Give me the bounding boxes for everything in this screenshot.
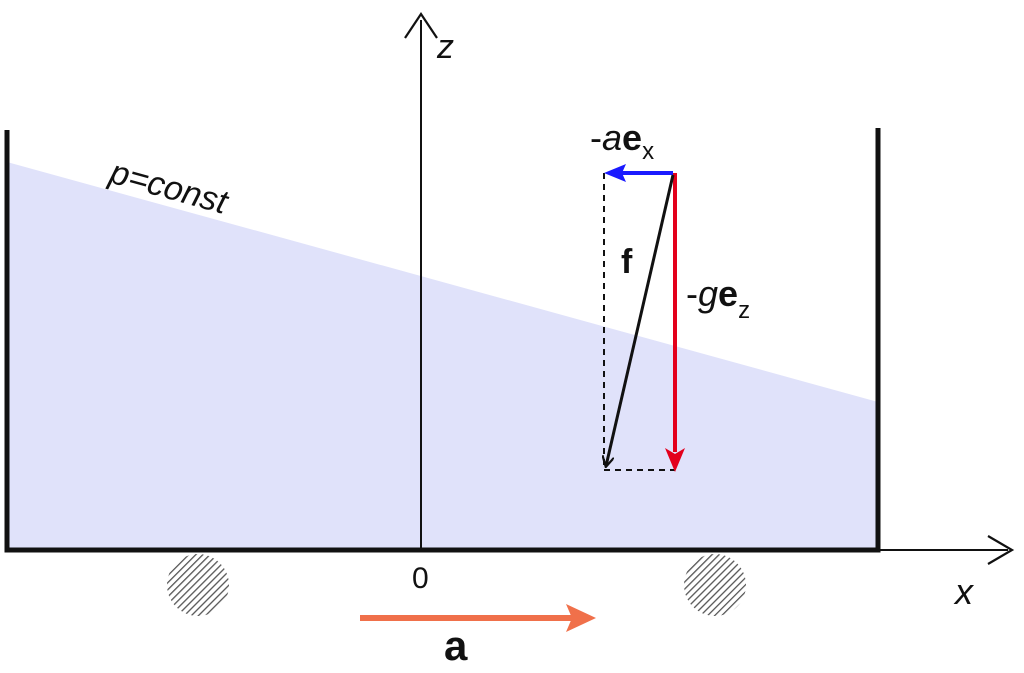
origin-label: 0 (412, 562, 429, 595)
container-walls (4, 128, 881, 553)
fluid-region (7, 162, 878, 549)
neg-a-ex-arrowhead (604, 164, 626, 182)
hatched-wheel-icon (684, 554, 746, 616)
neg-g-ez-label: -gez (686, 273, 750, 324)
neg-g-ez-arrowhead (665, 448, 685, 472)
z-axis-arrowhead (404, 12, 438, 39)
z-axis-label: z (436, 28, 454, 66)
force-label: f (621, 243, 633, 281)
hatched-wheel-icon (167, 554, 229, 616)
x-axis-label: x (953, 571, 975, 612)
acceleration-arrowhead (566, 604, 596, 632)
force-vector (606, 174, 675, 466)
neg-a-ex-label: -aex (590, 117, 654, 165)
x-axis-arrowhead (987, 535, 1015, 565)
acceleration-label: a (444, 622, 468, 669)
